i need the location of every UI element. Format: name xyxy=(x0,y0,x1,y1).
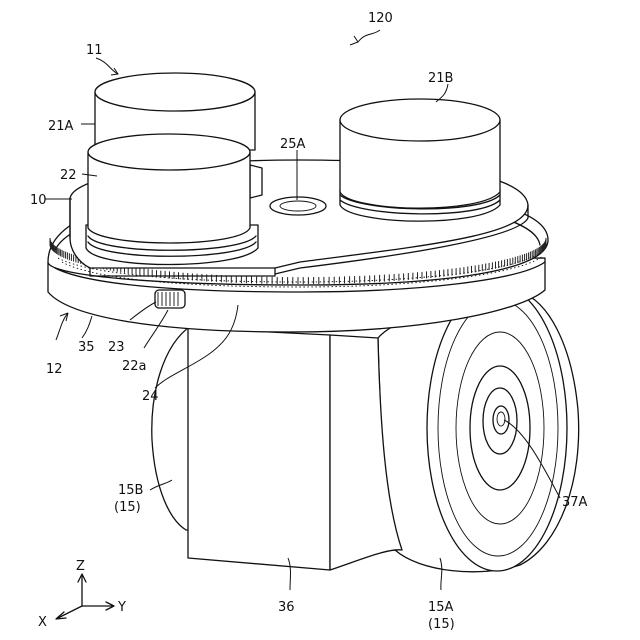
label-35: 35 xyxy=(78,340,95,355)
hole-25a xyxy=(270,197,326,215)
label-12: 12 xyxy=(46,362,63,377)
label-15b-sub: (15) xyxy=(114,500,141,515)
label-11: 11 xyxy=(86,43,103,58)
label-22: 22 xyxy=(60,168,77,183)
body-36 xyxy=(188,328,402,570)
label-10: 10 xyxy=(30,193,47,208)
label-15b: 15B xyxy=(118,483,143,498)
motor-21b xyxy=(340,99,500,221)
label-15a-sub: (15) xyxy=(428,617,455,632)
label-36: 36 xyxy=(278,600,295,615)
label-24: 24 xyxy=(142,389,159,404)
axis-x-label: X xyxy=(38,615,47,630)
label-15a: 15A xyxy=(428,600,454,615)
axis-z-label: Z xyxy=(76,559,85,574)
label-22a: 22a xyxy=(122,359,147,374)
label-120: 120 xyxy=(368,11,393,26)
axis-y-label: Y xyxy=(117,600,126,615)
coordinate-axes xyxy=(56,574,114,619)
pinion-23 xyxy=(155,290,185,308)
label-21a: 21A xyxy=(48,119,74,134)
label-25a: 25A xyxy=(280,137,306,152)
member-22 xyxy=(86,134,262,265)
label-23: 23 xyxy=(108,340,125,355)
wheel-15a xyxy=(378,285,579,572)
label-37a: 37A xyxy=(562,495,588,510)
label-21b: 21B xyxy=(428,71,453,86)
